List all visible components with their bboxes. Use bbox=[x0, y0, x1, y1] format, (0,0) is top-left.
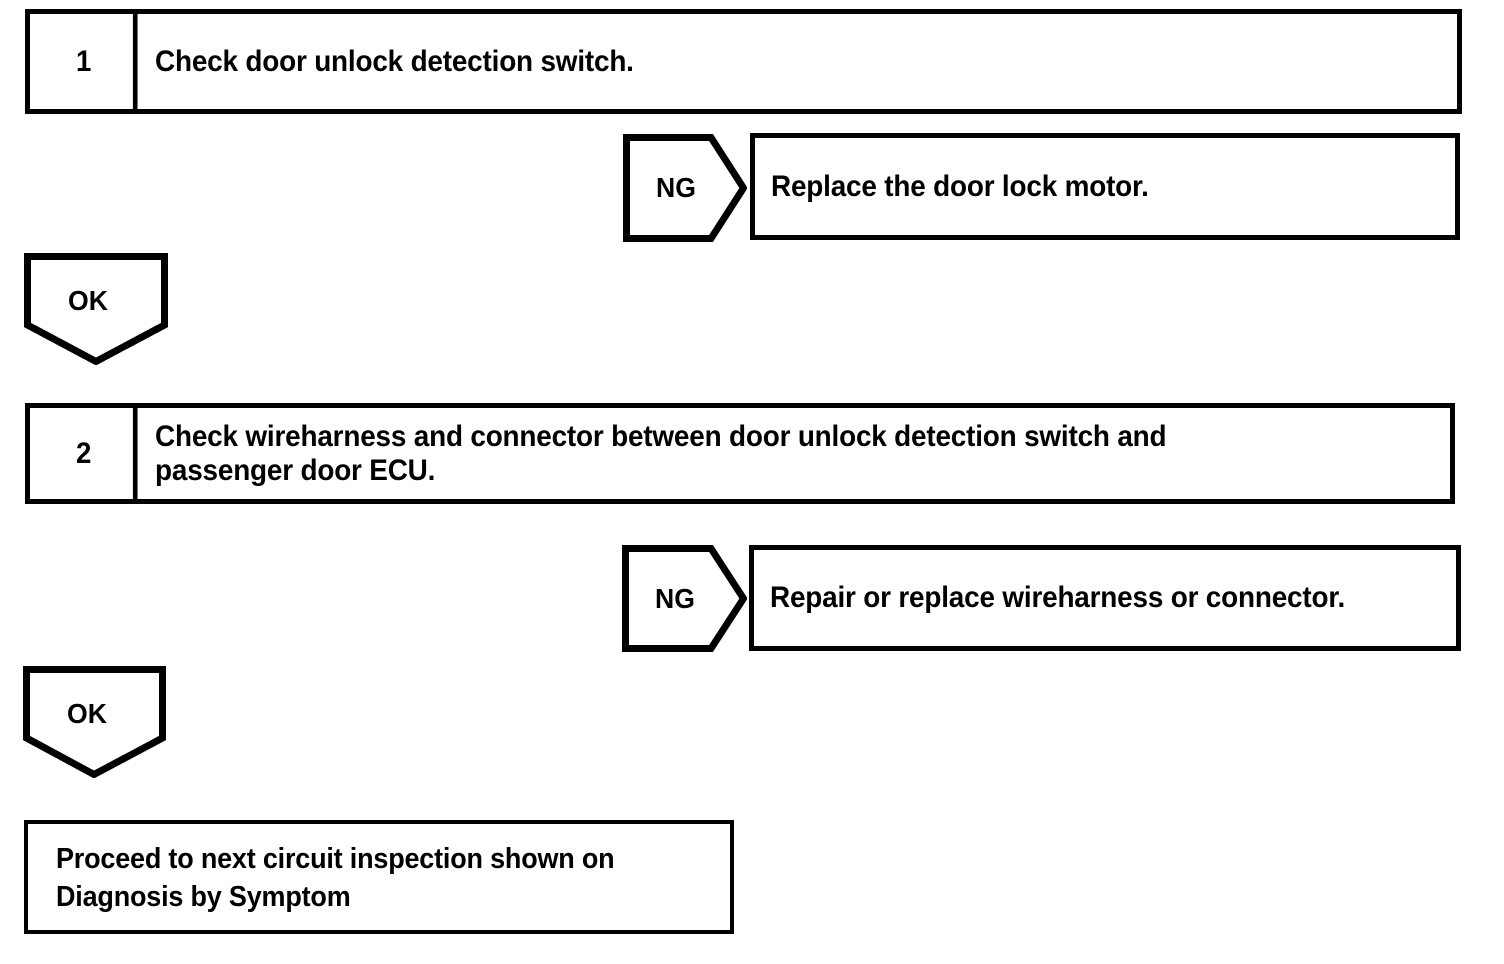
proceed-text-line-2: Diagnosis by Symptom bbox=[56, 881, 351, 914]
step-1-text: Check door unlock detection switch. bbox=[155, 44, 634, 78]
step-2-text-line-2: passenger door ECU. bbox=[155, 453, 436, 487]
step-2-box: 2 Check wireharness and connector betwee… bbox=[25, 403, 1455, 504]
step-2-text: Check wireharness and connector between … bbox=[142, 408, 1358, 499]
proceed-box: Proceed to next circuit inspection shown… bbox=[24, 820, 734, 934]
ng-action-box-2: Repair or replace wireharness or connect… bbox=[749, 545, 1461, 651]
ng-arrow-2: NG bbox=[622, 545, 747, 652]
step-2-number: 2 bbox=[34, 408, 138, 499]
step-1-box: 1 Check door unlock detection switch. bbox=[25, 9, 1462, 114]
ng-arrow-1-label: NG bbox=[656, 172, 696, 203]
ng-action-text-1: Replace the door lock motor. bbox=[771, 169, 1149, 203]
ok-arrow-1: OK bbox=[24, 253, 168, 365]
ok-arrow-2: OK bbox=[23, 666, 166, 778]
step-1-number: 1 bbox=[34, 14, 138, 109]
proceed-text-line-1: Proceed to next circuit inspection shown… bbox=[56, 843, 615, 875]
ng-arrow-1: NG bbox=[623, 134, 747, 242]
step-2-text-line-1: Check wireharness and connector between … bbox=[155, 419, 1167, 453]
ok-arrow-2-label: OK bbox=[67, 698, 107, 729]
ng-action-box-1: Replace the door lock motor. bbox=[750, 133, 1460, 240]
ok-arrow-1-label: OK bbox=[68, 285, 108, 316]
ng-action-text-2: Repair or replace wireharness or connect… bbox=[770, 581, 1346, 614]
ng-arrow-2-label: NG bbox=[655, 583, 695, 614]
